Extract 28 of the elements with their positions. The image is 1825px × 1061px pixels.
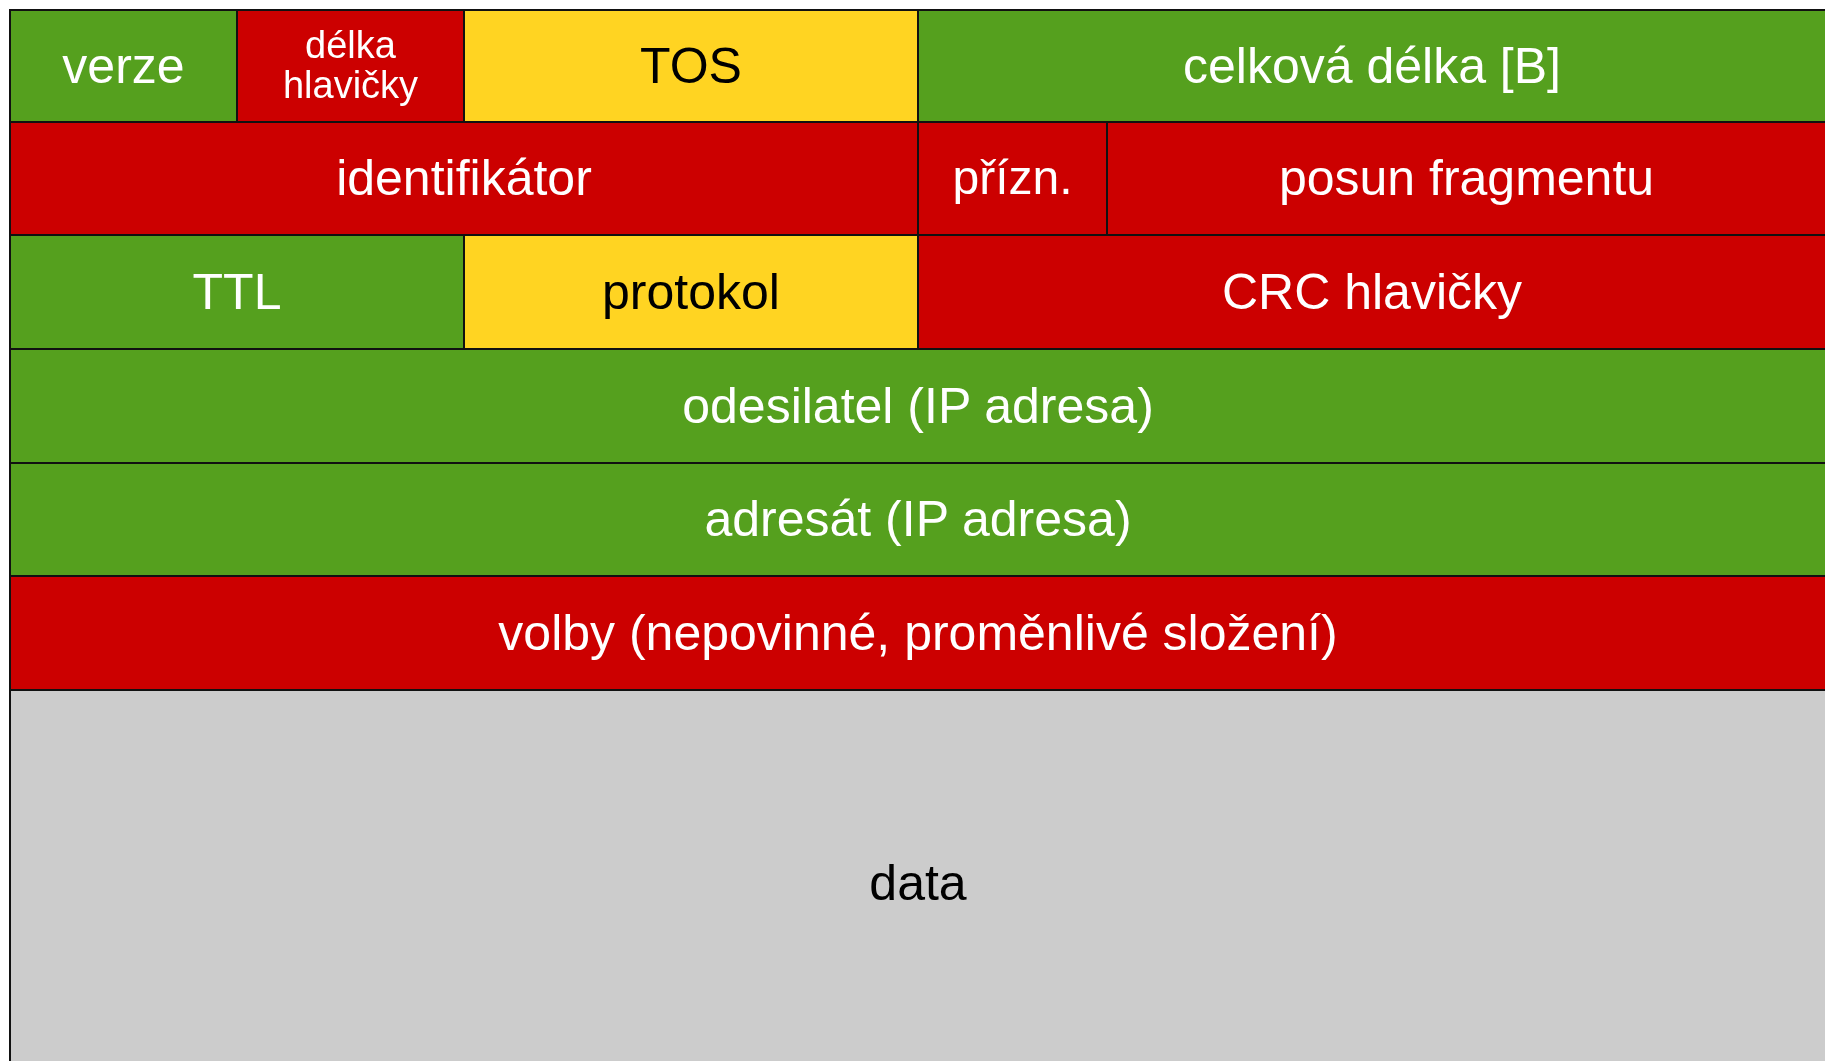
header-field: [9, 121, 919, 236]
header-field: [463, 9, 919, 123]
field-label: odesilatel (IP adresa): [682, 379, 1154, 433]
payload-area: [9, 689, 1825, 1061]
field-label: CRC hlavičky: [1221, 265, 1523, 319]
header-field: [463, 234, 919, 350]
header-field: [9, 575, 1825, 691]
field-label: délka hlavičky: [281, 26, 420, 106]
field-label: volby (nepovinné, proměnlivé složení): [498, 606, 1338, 660]
header-field: [9, 348, 1825, 464]
header-field: [9, 462, 1825, 577]
header-field: [1106, 121, 1825, 236]
field-label: verze: [62, 39, 185, 93]
header-field: [236, 9, 465, 123]
header-field: [917, 121, 1108, 236]
field-label: identifikátor: [336, 152, 592, 205]
header-field: [917, 9, 1825, 123]
header-field: [917, 234, 1825, 350]
field-label: posun fragmentu: [1278, 152, 1655, 205]
field-label: adresát (IP adresa): [704, 493, 1132, 546]
field-label: celková délka [B]: [1183, 39, 1561, 93]
header-field: [9, 234, 465, 350]
field-label: protokol: [602, 265, 780, 319]
header-field: [9, 9, 238, 123]
field-label: přízn.: [952, 153, 1073, 204]
field-label: data: [869, 856, 967, 910]
field-label: TOS: [640, 39, 742, 93]
field-label: TTL: [192, 265, 282, 319]
